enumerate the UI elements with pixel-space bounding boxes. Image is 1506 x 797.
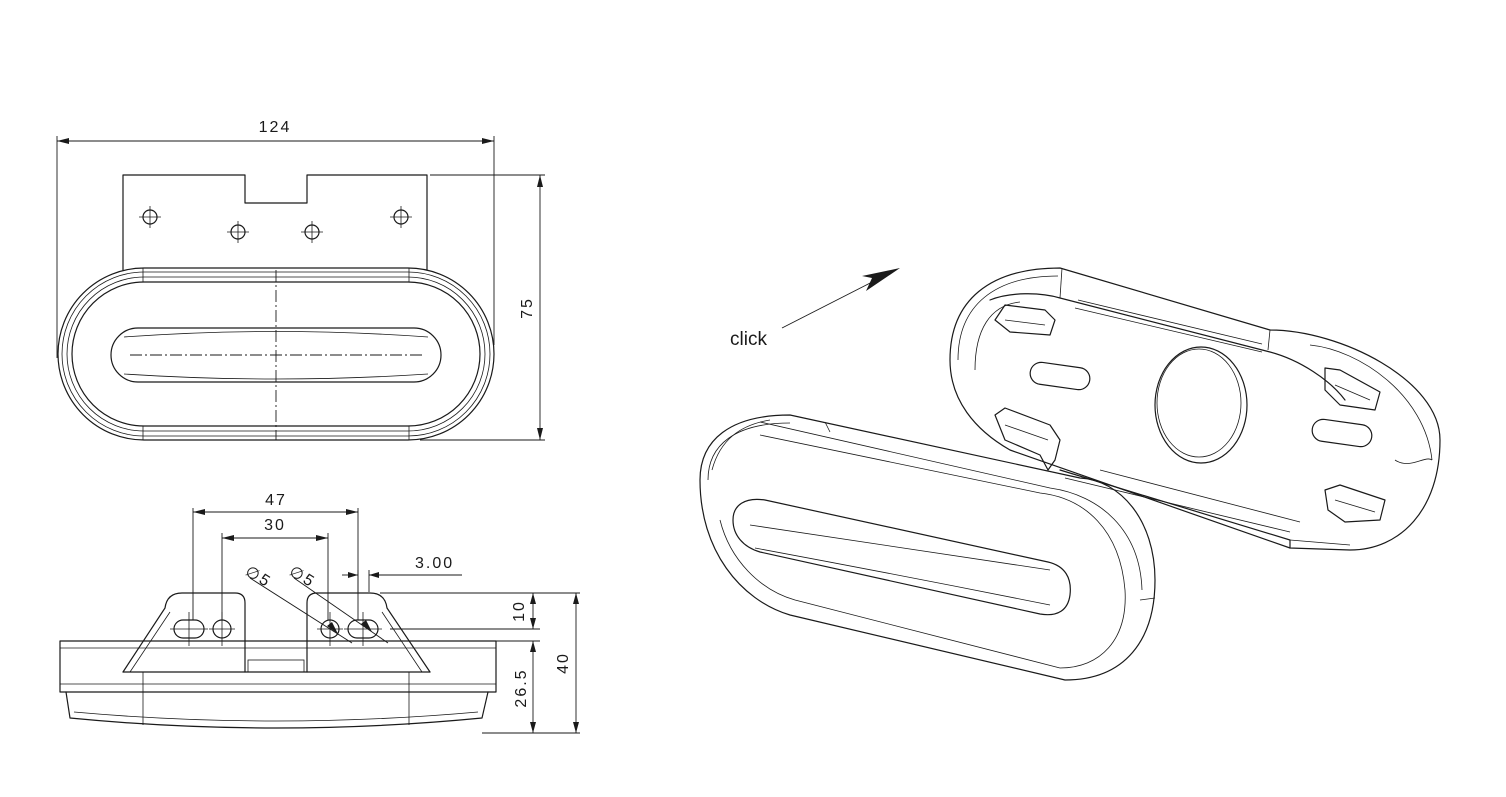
side-view: [59, 592, 497, 729]
side-slot-right: [344, 612, 382, 646]
click-annotation: click: [730, 268, 900, 350]
bracket-hole-3: [301, 221, 323, 243]
dim-label-47: 47: [265, 492, 287, 509]
dim-label-75: 75: [519, 297, 536, 319]
dimension-overall-width: 124: [56, 119, 495, 358]
dimension-spacing-outer: 47: [192, 492, 359, 620]
bracket-hole-2: [227, 221, 249, 243]
bracket-hole-1: [139, 206, 161, 228]
dimension-spacing-inner: 30: [221, 517, 329, 620]
dimension-bracket-height: 10: [380, 592, 580, 630]
front-view: [57, 174, 495, 441]
dim-label-40: 40: [555, 652, 572, 674]
housing-base: [949, 267, 1441, 551]
dim-label-3-00: 3.00: [415, 555, 454, 572]
dim-label-30: 30: [264, 517, 286, 534]
dim-diameter-symbol-left: ∅: [242, 563, 265, 586]
callout-diameter-left: ∅ 5: [242, 563, 353, 644]
dim-label-124: 124: [259, 119, 292, 136]
dimension-overall-height: 75: [420, 174, 545, 441]
side-slot-left: [170, 612, 208, 646]
dim-diameter-symbol-right: ∅: [286, 563, 309, 586]
bracket-hole-4: [390, 206, 412, 228]
dimension-total-depth: 40: [555, 593, 579, 733]
dim-label-26-5: 26.5: [513, 668, 530, 707]
callout-diameter-right: ∅ 5: [286, 563, 389, 644]
dimension-body-height: 26.5: [482, 640, 580, 734]
click-label: click: [730, 329, 767, 350]
dimension-slot-width: 3.00: [342, 555, 462, 592]
dim-label-10: 10: [511, 600, 528, 622]
lens-cover: [699, 414, 1156, 681]
